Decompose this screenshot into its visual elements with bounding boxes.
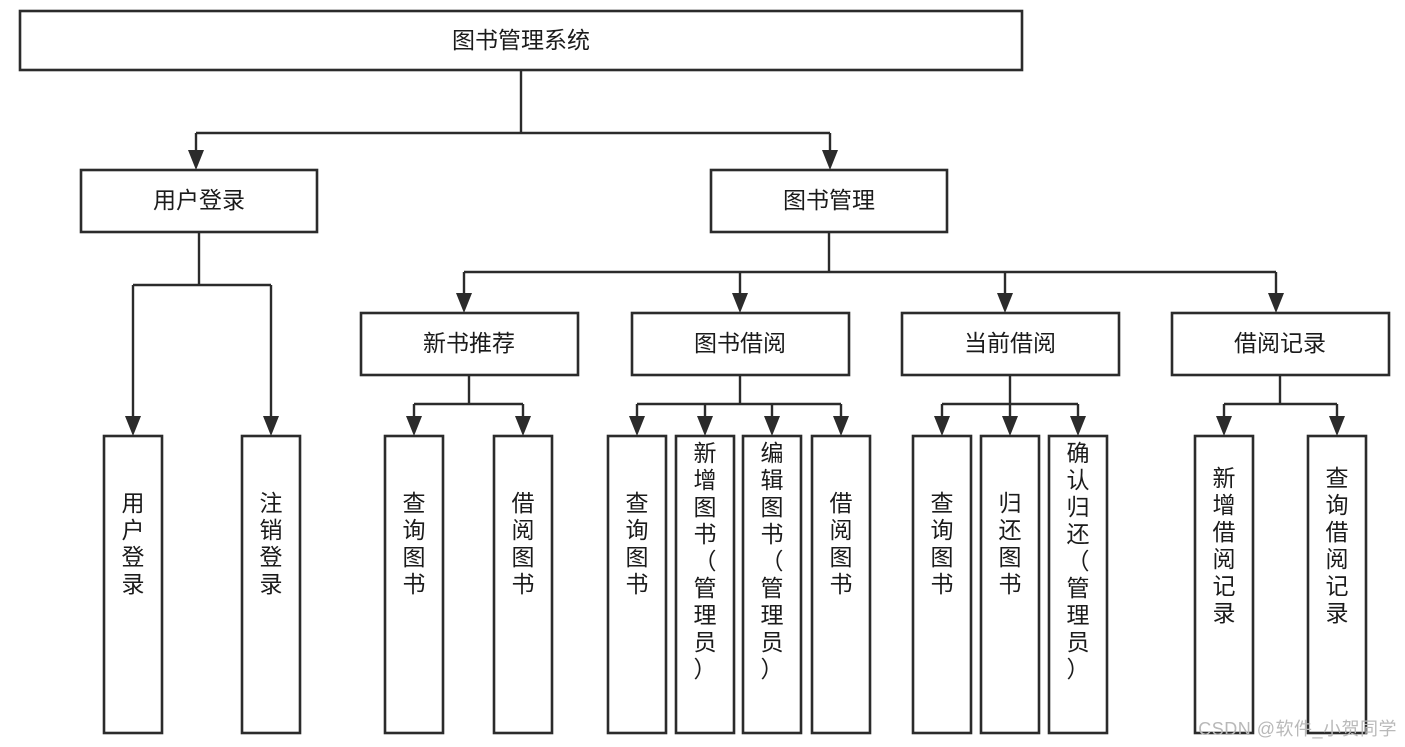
- node-leaf-return-book[interactable]: 归还图书: [979, 434, 1041, 735]
- node-new-book-recommend[interactable]: 新书推荐: [359, 311, 580, 377]
- node-root[interactable]: 图书管理系统: [18, 9, 1024, 72]
- node-book-borrow-box[interactable]: [630, 311, 851, 377]
- node-leaf-return-book-label: 归还图书: [999, 490, 1022, 597]
- arrow-to-borrow-record: [1268, 293, 1284, 313]
- node-leaf-user-login-box[interactable]: [102, 434, 164, 735]
- node-leaf-confirm-return-admin-label: 确认归还（管理员）: [1067, 440, 1090, 682]
- node-leaf-return-book-box[interactable]: [979, 434, 1041, 735]
- arrow-leaf-add-book-admin: [697, 416, 713, 436]
- arrow-leaf-query-book-2: [629, 416, 645, 436]
- arrow-leaf-edit-book-admin: [764, 416, 780, 436]
- arrow-leaf-query-book-1: [406, 416, 422, 436]
- node-book-manage[interactable]: 图书管理: [709, 168, 949, 234]
- node-leaf-user-login[interactable]: 用户登录: [102, 434, 164, 735]
- node-leaf-confirm-return-admin-box[interactable]: [1047, 434, 1109, 735]
- node-leaf-query-book-3-box[interactable]: [911, 434, 973, 735]
- node-leaf-edit-book-admin-box[interactable]: [741, 434, 803, 735]
- node-leaf-query-book-1[interactable]: 查询图书: [383, 434, 445, 735]
- node-leaf-borrow-book-1-box[interactable]: [492, 434, 554, 735]
- node-leaf-borrow-book-2-label: 借阅图书: [830, 490, 853, 597]
- node-new-book-recommend-box[interactable]: [359, 311, 580, 377]
- node-leaf-add-borrow-record[interactable]: 新增借阅记录: [1193, 434, 1255, 735]
- arrow-to-current-borrow: [997, 293, 1013, 313]
- node-leaf-borrow-book-1-label: 借阅图书: [512, 490, 535, 597]
- node-leaf-add-book-admin-box[interactable]: [674, 434, 736, 735]
- node-leaf-borrow-book-2-box[interactable]: [810, 434, 872, 735]
- node-borrow-record[interactable]: 借阅记录: [1170, 311, 1391, 377]
- node-leaf-confirm-return-admin[interactable]: 确认归还（管理员）: [1047, 434, 1109, 735]
- node-leaf-query-book-2-label: 查询图书: [626, 490, 649, 597]
- node-leaf-logout-login-label: 注销登录: [260, 490, 283, 597]
- node-leaf-query-book-1-box[interactable]: [383, 434, 445, 735]
- node-leaf-query-borrow-record-label: 查询借阅记录: [1326, 465, 1349, 626]
- node-borrow-record-label: 借阅记录: [1234, 330, 1326, 356]
- arrow-leaf-query-book-3: [934, 416, 950, 436]
- node-leaf-add-borrow-record-box[interactable]: [1193, 434, 1255, 735]
- node-book-manage-label: 图书管理: [783, 187, 875, 213]
- arrow-to-book-manage: [822, 150, 838, 170]
- node-leaf-borrow-book-2[interactable]: 借阅图书: [810, 434, 872, 735]
- node-book-manage-box[interactable]: [709, 168, 949, 234]
- node-leaf-user-login-label: 用户登录: [122, 490, 145, 597]
- node-leaf-query-borrow-record[interactable]: 查询借阅记录: [1306, 434, 1368, 735]
- node-leaf-query-borrow-record-box[interactable]: [1306, 434, 1368, 735]
- node-leaf-logout-login[interactable]: 注销登录: [240, 434, 302, 735]
- arrow-leaf-confirm-return-admin: [1070, 416, 1086, 436]
- arrow-to-user-login: [188, 150, 204, 170]
- node-leaf-borrow-book-1[interactable]: 借阅图书: [492, 434, 554, 735]
- node-book-borrow-label: 图书借阅: [694, 330, 786, 356]
- node-user-login[interactable]: 用户登录: [79, 168, 319, 234]
- arrow-leaf-add-borrow-record: [1216, 416, 1232, 436]
- node-leaf-query-book-2-box[interactable]: [606, 434, 668, 735]
- node-leaf-query-book-1-label: 查询图书: [403, 490, 426, 597]
- node-leaf-query-book-3-label: 查询图书: [931, 490, 954, 597]
- node-borrow-record-box[interactable]: [1170, 311, 1391, 377]
- arrow-leaf-user-login: [125, 416, 141, 436]
- node-leaf-edit-book-admin[interactable]: 编辑图书（管理员）: [741, 434, 803, 735]
- arrow-leaf-logout-login: [263, 416, 279, 436]
- arrow-leaf-borrow-book-2: [833, 416, 849, 436]
- node-leaf-add-borrow-record-label: 新增借阅记录: [1213, 465, 1236, 626]
- connector-layer: [125, 70, 1345, 436]
- arrow-to-new-book-recommend: [456, 293, 472, 313]
- node-current-borrow-label: 当前借阅: [964, 330, 1056, 356]
- arrow-leaf-borrow-book-1: [515, 416, 531, 436]
- node-leaf-add-book-admin-label: 新增图书（管理员）: [694, 440, 717, 682]
- node-root-label: 图书管理系统: [452, 27, 590, 53]
- node-root-box[interactable]: [18, 9, 1024, 72]
- node-current-borrow[interactable]: 当前借阅: [900, 311, 1121, 377]
- node-current-borrow-box[interactable]: [900, 311, 1121, 377]
- arrow-to-book-borrow: [732, 293, 748, 313]
- node-user-login-label: 用户登录: [153, 187, 245, 213]
- arrow-leaf-return-book: [1002, 416, 1018, 436]
- node-new-book-recommend-label: 新书推荐: [423, 330, 515, 356]
- node-leaf-edit-book-admin-label: 编辑图书（管理员）: [761, 440, 784, 682]
- node-leaf-logout-login-box[interactable]: [240, 434, 302, 735]
- node-leaf-query-book-3[interactable]: 查询图书: [911, 434, 973, 735]
- node-leaf-add-book-admin[interactable]: 新增图书（管理员）: [674, 434, 736, 735]
- node-book-borrow[interactable]: 图书借阅: [630, 311, 851, 377]
- node-user-login-box[interactable]: [79, 168, 319, 234]
- arrow-leaf-query-borrow-record: [1329, 416, 1345, 436]
- node-leaf-query-book-2[interactable]: 查询图书: [606, 434, 668, 735]
